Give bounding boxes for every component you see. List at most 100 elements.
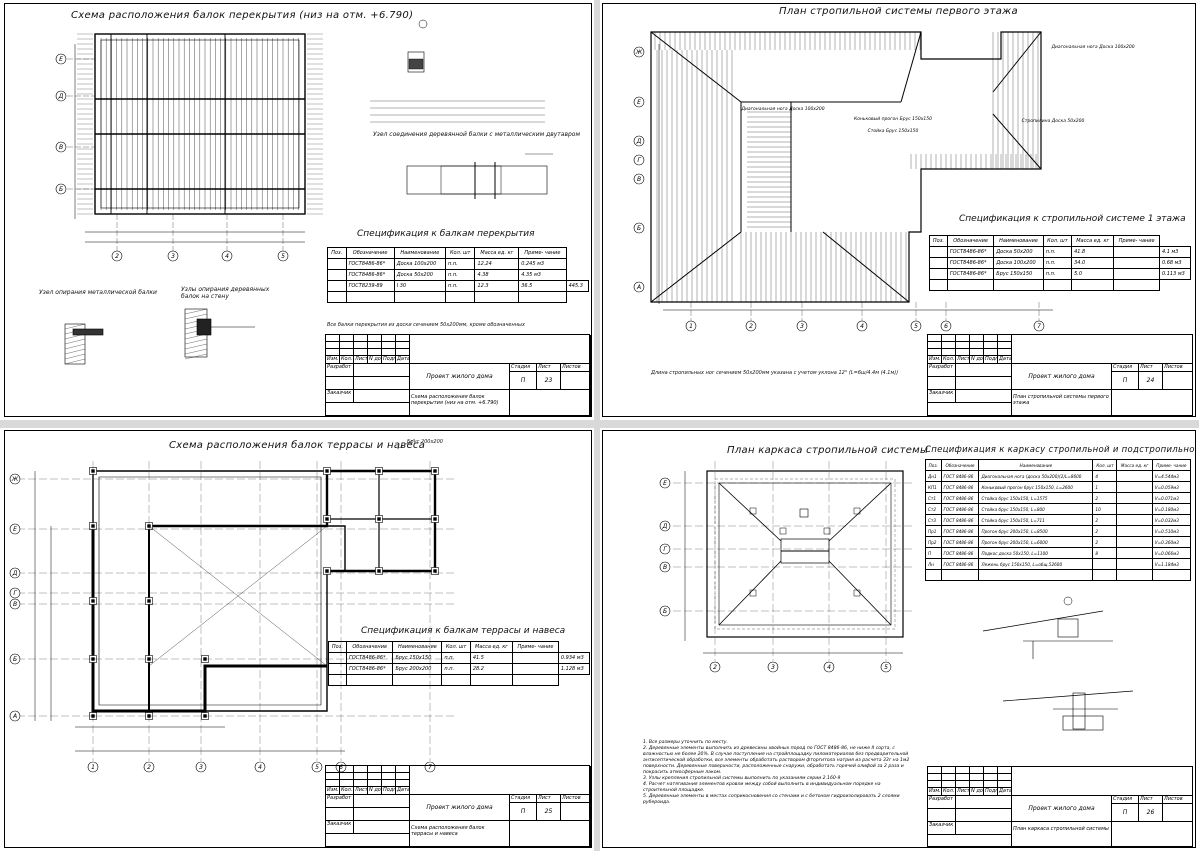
axis-left-0-label: Ж: [635, 49, 643, 56]
axis-bottom-3-label: 4: [258, 764, 262, 771]
axis-bottom-0-bubble: [685, 320, 697, 332]
stamp-grid-cell: [368, 766, 382, 773]
axis-bottom-0-label: 2: [713, 664, 717, 671]
wall-hatch: [184, 338, 208, 345]
stamp-col-label: Лист: [956, 356, 970, 364]
stamp-grid-cell: [942, 767, 956, 774]
spec-cell: [929, 246, 948, 258]
stamp-stage-label: Стадия: [1112, 364, 1139, 372]
wall-hatch: [184, 313, 208, 320]
spec-cell: V=0.059м3: [1151, 481, 1192, 493]
stamp-grid-cell: [984, 774, 998, 781]
spec-cell: п.п.: [445, 258, 476, 270]
stamp-col-label: Изм.: [928, 788, 942, 796]
stamp-grid-cell: [354, 766, 368, 773]
stamp-grid-cell: [928, 774, 942, 781]
axis-left-1-label: Д: [58, 93, 64, 100]
stamp-grid-cell: [326, 349, 340, 356]
spec-cell: [518, 291, 567, 303]
stamp-customer-label: Заказчик: [326, 390, 354, 403]
spec-cell: [1113, 268, 1160, 280]
spec-cell: 1: [1092, 481, 1118, 493]
spec-cell: [929, 279, 948, 291]
spec-header-cell: Кол. шт: [1042, 235, 1073, 247]
axis-left-3-label: Г: [637, 157, 641, 164]
stamp-col-label: N док.: [368, 356, 382, 364]
spec-cell: Пр1: [925, 525, 942, 537]
stamp-col-label: Подп.: [984, 356, 998, 364]
stamp-grid-cell: [942, 781, 956, 788]
sheet3-label: Брус 200х200: [407, 439, 443, 445]
spec-cell: [1113, 257, 1160, 269]
stamp-grid-cell: [970, 781, 984, 788]
stamp-org-cell: [510, 390, 591, 416]
spec-cell: [469, 674, 514, 686]
spec-cell: Доска 50х200: [993, 246, 1044, 258]
stamp-sheet-number: 23: [537, 372, 561, 390]
column-core: [433, 469, 437, 473]
annotation-diagonal: Диагональная нога Доска 100х200: [740, 106, 824, 112]
axis-left-1-bubble: [633, 96, 645, 108]
spec-cell: КП1: [925, 481, 942, 493]
spec-cell: 445.3: [565, 280, 590, 292]
stamp-stage-value: П: [510, 803, 537, 821]
outer-wall: [94, 33, 306, 215]
spec-header-cell: Приме- чание: [512, 641, 559, 653]
spec-cell: [392, 674, 443, 686]
spec-cell: Брус 150х150: [993, 268, 1044, 280]
spec-cell: 4.38: [474, 269, 520, 281]
spec-cell: [328, 652, 347, 664]
stamp-top-area: [410, 335, 591, 364]
axis-left-1-label: Д: [662, 523, 668, 530]
axis-bottom-4-bubble: [311, 761, 323, 773]
stamp-stage-label: Стадия: [510, 364, 537, 372]
stamp-grid-cell: [340, 773, 354, 780]
spec-header-cell: Приме- чание: [518, 247, 567, 259]
hip-rafter: [900, 31, 922, 103]
detail-marker: [418, 19, 428, 29]
axis-bottom-5-label: 6: [944, 323, 948, 330]
stamp-sheets-value: [1163, 804, 1193, 822]
spec-cell: 28.2: [469, 663, 514, 675]
stamp-sheet-label: Лист: [1139, 364, 1163, 372]
node-beam: [196, 318, 212, 336]
stamp-grid-cell: [340, 342, 354, 349]
sheet2-note: Длина стропильных ног сечением 50х200мм …: [651, 370, 899, 376]
axis-left-3-bubble: [55, 183, 67, 195]
stamp-grid-cell: [368, 773, 382, 780]
axis-bottom-0-bubble: [87, 761, 99, 773]
stamp-grid-cell: [956, 390, 1012, 403]
axis-bottom-6-label: 7: [1037, 323, 1041, 330]
axis-left-5-label: Б: [637, 225, 641, 232]
spec-header-cell: Кол. шт: [445, 247, 476, 259]
spec-header-cell: Кол. шт: [441, 641, 471, 653]
stamp-sheets-label: Листов: [561, 364, 591, 372]
stamp-sheets-value: [561, 803, 591, 821]
axis-bottom-2-bubble: [195, 761, 207, 773]
axis-bottom-3-bubble: [254, 761, 266, 773]
stamp-project-name: Проект жилого дома: [410, 364, 510, 390]
stamp-customer-label: Заказчик: [928, 390, 956, 403]
spec-cell: [512, 663, 559, 675]
spec-cell: ГОСТ 8486-86: [940, 547, 980, 559]
stamp-grid-cell: [354, 335, 368, 342]
spec-header-cell: Масса ед. кг: [474, 247, 520, 259]
spec-cell: [929, 257, 948, 269]
axis-left-4-label: В: [13, 601, 17, 608]
wall-hatch: [184, 308, 208, 315]
spec-cell: V=0.066м3: [1151, 547, 1192, 559]
axis-bottom-0-label: 1: [689, 323, 693, 330]
axis-bottom-2-bubble: [796, 320, 808, 332]
spec-cell: [978, 569, 1094, 581]
spec-cell: ГОСТ 8486-86: [940, 536, 980, 548]
annotation-rafter: Стропилина Доска 50х200: [1022, 118, 1085, 124]
sheet4-title: План каркаса стропильной системы: [727, 445, 929, 456]
spec-header-cell: Поз.: [925, 459, 942, 471]
axis-left-0-bubble: [659, 477, 671, 489]
axis-bottom-0-label: 2: [115, 253, 119, 260]
spec-cell: 4: [1092, 470, 1118, 482]
spec-cell: [474, 291, 520, 303]
